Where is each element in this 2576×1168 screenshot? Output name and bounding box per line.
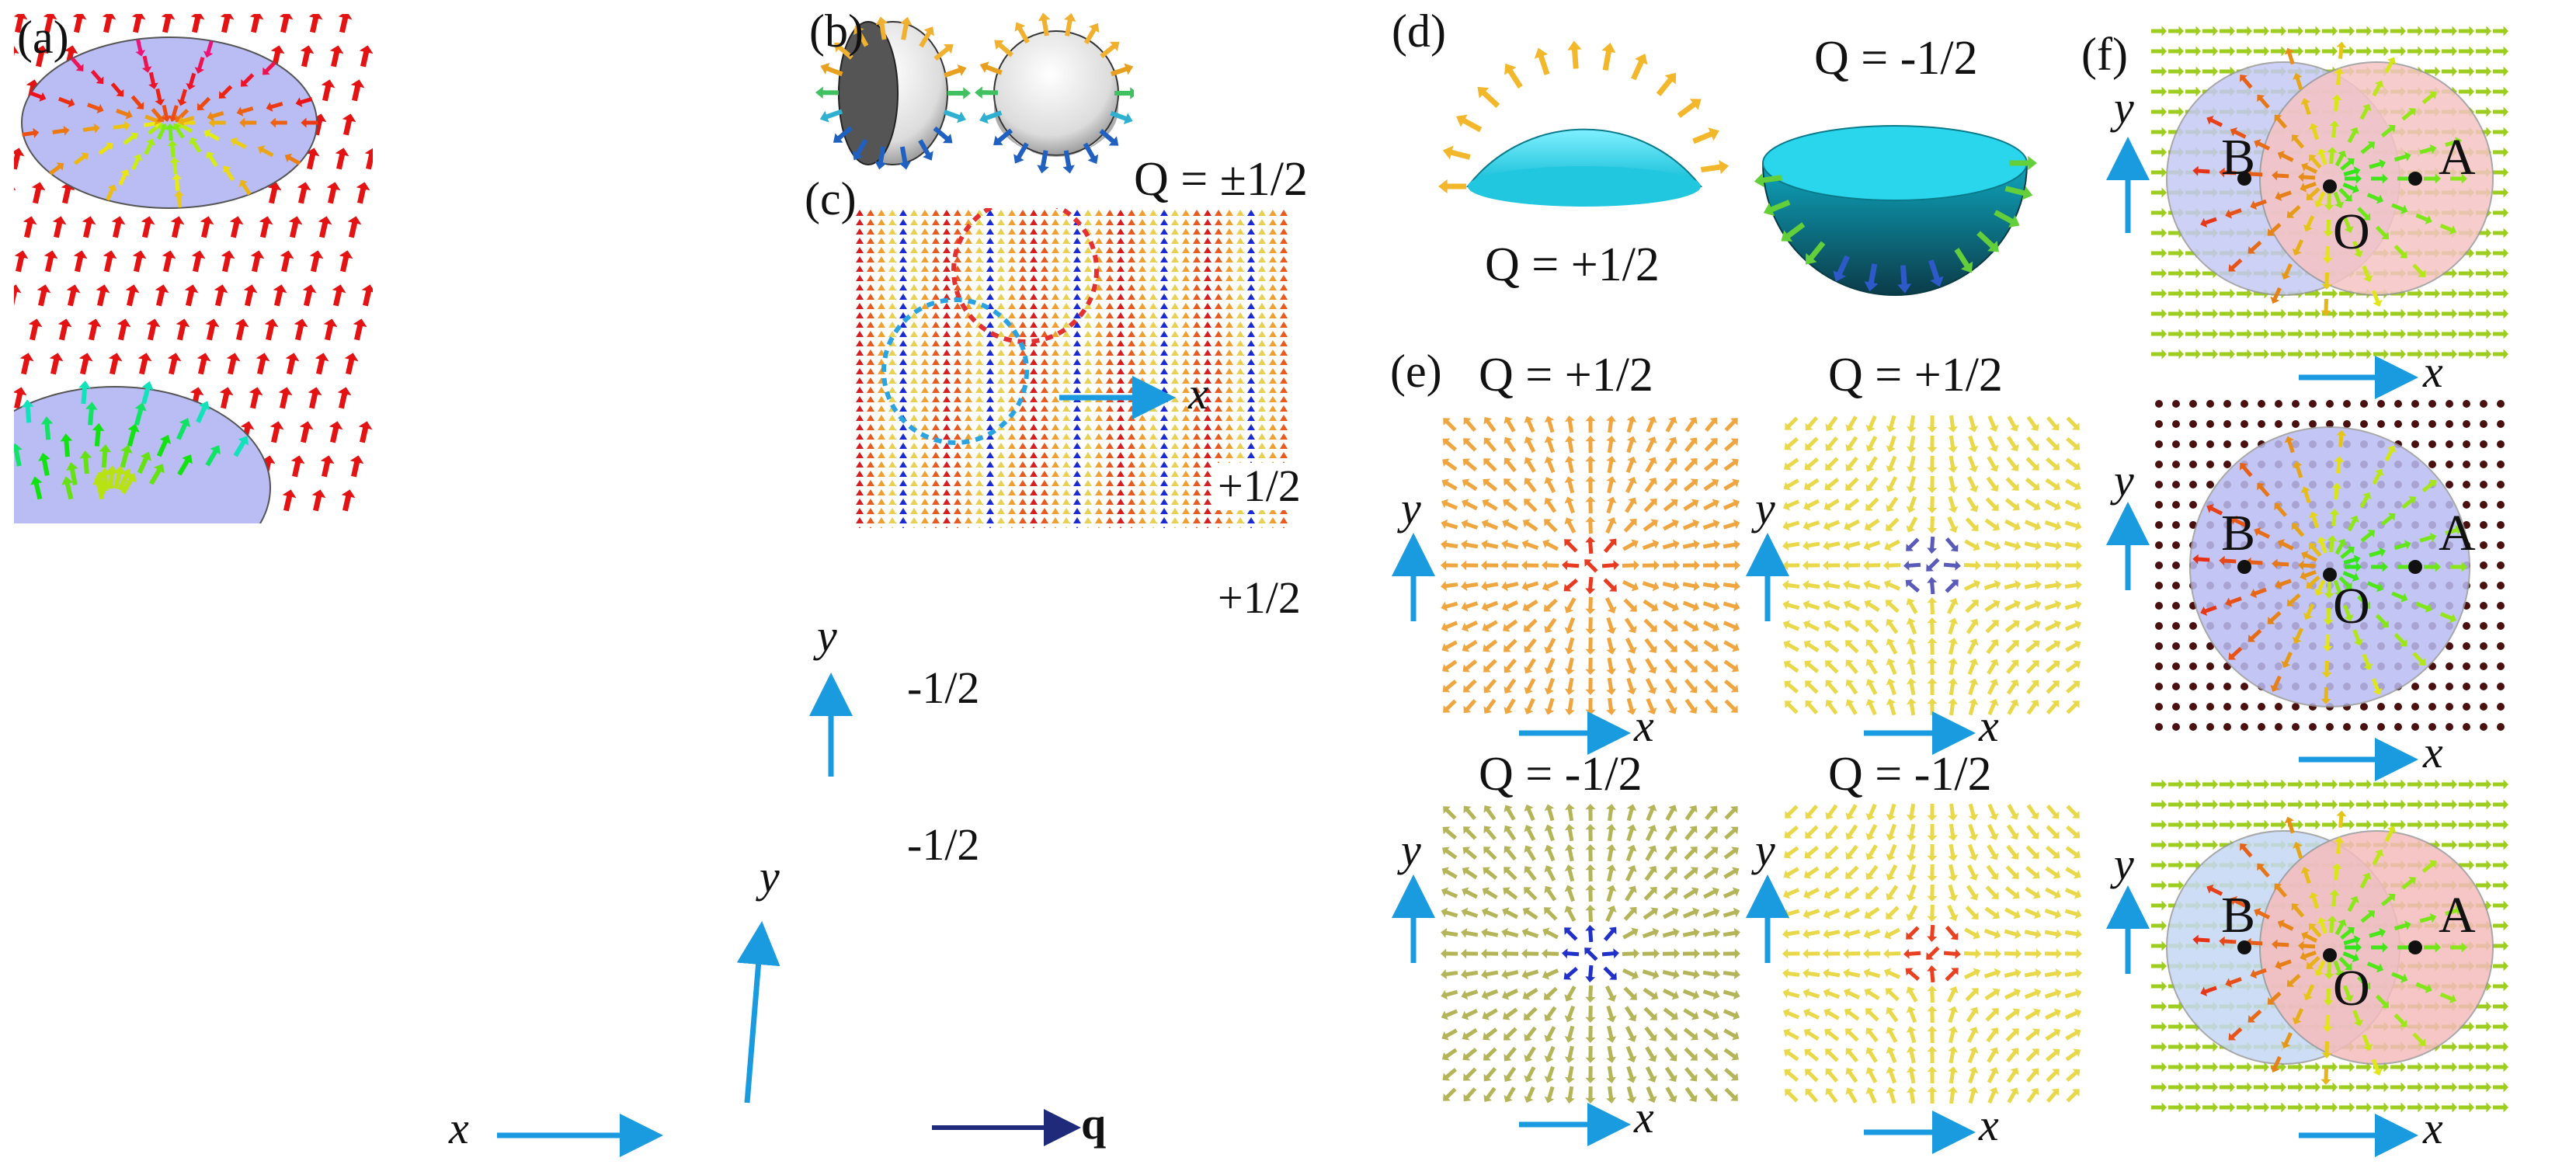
panel-a: [14, 14, 373, 523]
f-top-point-o: O: [2333, 203, 2370, 260]
panel-b-hemispheres: [815, 12, 1134, 174]
panel-d-cyan-hemispheres: [1438, 40, 2037, 296]
f-top-y-label: y: [2114, 82, 2134, 133]
panel-c-label-minus-bottom: -1/2: [902, 821, 985, 869]
f-bot-point-o: O: [2333, 960, 2370, 1017]
c-y-label: y: [817, 610, 837, 661]
f-bot-point-a: A: [2439, 887, 2476, 944]
e-tr-x-label: x: [1979, 700, 1999, 751]
f-mid-x-label: x: [2423, 727, 2443, 777]
c-q-label: q: [1081, 1098, 1107, 1149]
a-x-label: x: [449, 1103, 469, 1153]
f-bot-x-label: x: [2423, 1103, 2443, 1153]
panel-a-label: (a): [17, 12, 69, 63]
panel-d: [1437, 8, 2042, 334]
panel-e-tr: [1778, 412, 2089, 722]
panel-f-top: [2151, 23, 2508, 365]
cyan-dome-positive: [1465, 128, 1703, 207]
f-mid-point-a: A: [2439, 505, 2476, 561]
panel-c-label-plus-bottom: +1/2: [1213, 574, 1305, 622]
f-top-point-a: A: [2439, 129, 2476, 186]
panel-e-bl: [1437, 800, 1747, 1111]
f-top-x-label: x: [2423, 346, 2443, 397]
panel-d-left-caption: Q = +1/2: [1485, 238, 1660, 291]
panel-c-label: (c): [805, 173, 857, 224]
e-tl-y-label: y: [1401, 483, 1421, 534]
panel-b-caption: Q = ±1/2: [1134, 153, 1308, 206]
e-tr-y-label: y: [1755, 483, 1775, 534]
panel-c: [854, 208, 1289, 528]
panel-d-label: (d): [1392, 5, 1446, 57]
cyan-bowl-negative: [1761, 125, 2028, 296]
f-mid-point-o: O: [2333, 578, 2370, 634]
panel-b-label: (b): [809, 5, 864, 57]
panel-c-label-plus-top: +1/2: [1213, 462, 1305, 510]
panel-f-bottom: [2151, 777, 2508, 1118]
e-tl-x-label: x: [1634, 700, 1654, 751]
e-br-x-label: x: [1979, 1100, 1999, 1150]
panel-b: [808, 8, 1134, 179]
panel-e-tr-caption: Q = +1/2: [1828, 349, 2003, 402]
panel-e-tl: [1437, 412, 1747, 722]
panel-f-label: (f): [2081, 29, 2128, 80]
panel-f-middle: [2151, 396, 2508, 738]
f-bot-point-b: B: [2221, 887, 2256, 944]
panel-c-stripe-texture: [856, 208, 1288, 528]
panel-a-drawing: [14, 14, 373, 523]
panel-e-label: (e): [1390, 346, 1442, 397]
panel-c-label-minus-top: -1/2: [902, 664, 985, 712]
a-y-label: y: [760, 851, 780, 902]
panel-e-tl-caption: Q = +1/2: [1479, 349, 1653, 402]
f-mid-point-b: B: [2221, 505, 2256, 561]
e-br-y-label: y: [1755, 825, 1775, 875]
f-bot-y-label: y: [2114, 839, 2134, 889]
panel-e-bl-caption: Q = -1/2: [1479, 748, 1643, 801]
right-hemisphere: [993, 30, 1119, 157]
f-mid-y-label: y: [2114, 455, 2134, 506]
panel-e-br: [1778, 800, 2089, 1111]
panel-e-br-caption: Q = -1/2: [1828, 748, 1992, 801]
a-y-arrow: [736, 921, 780, 1104]
e-bl-y-label: y: [1401, 825, 1421, 875]
panel-d-right-caption: Q = -1/2: [1814, 32, 1978, 85]
e-bl-x-label: x: [1634, 1092, 1654, 1142]
b-x-label: x: [1188, 368, 1208, 419]
f-top-point-b: B: [2221, 129, 2256, 186]
